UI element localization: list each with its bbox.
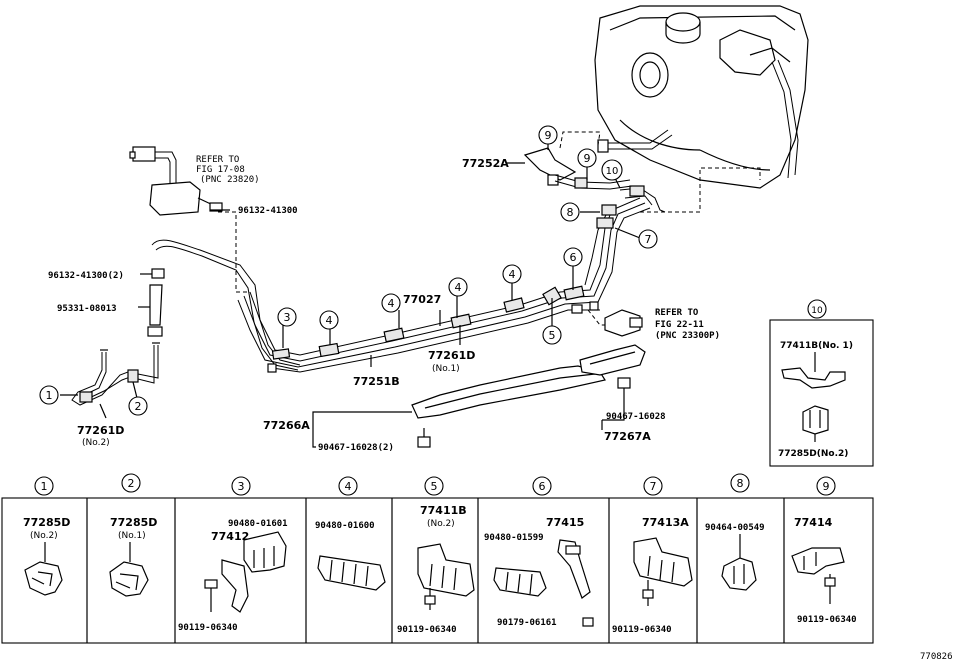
charcoal-canister [129, 146, 223, 216]
protector-77267A [579, 344, 646, 398]
inset-10-part-a: 77411B(No. 1) [780, 341, 853, 351]
panel-2-part: 77285D [110, 516, 157, 529]
label-90467-right: 90467-16028 [606, 412, 666, 422]
fuel-tank [594, 5, 809, 189]
bottom-panels: 1 2 3 4 5 6 7 8 9 77285D (No.2) 77285D (… [1, 473, 874, 644]
panel-1-number: 1 [41, 480, 48, 493]
panel-3-part-a: 90480-01601 [228, 519, 288, 529]
label-77261D-mid-sub: (No.1) [432, 364, 460, 374]
panel-6-part-c: 90179-06161 [497, 618, 557, 628]
panel-5-part-b: (No.2) [427, 519, 455, 529]
protector-77266A [411, 365, 606, 448]
inset-10-part-b: 77285D(No.2) [778, 449, 848, 459]
refer-right-line1: REFER TO [655, 308, 699, 318]
inset-10: 10 77411B(No. 1) 77285D(No.2) [769, 299, 874, 467]
bracket-77411B-no2 [417, 543, 475, 597]
label-77251B: 77251B [353, 375, 400, 388]
canister-dash-line [218, 211, 250, 293]
drawing-code: 770826 [920, 652, 953, 662]
line-77261D-no2 [71, 342, 160, 406]
clip-77285D-no2 [24, 561, 63, 596]
callout-2: 2 [135, 400, 142, 413]
clamp-90480-01601 [243, 531, 287, 573]
line-clamps [267, 185, 645, 373]
tank-outlet-pipe [597, 129, 673, 153]
callout-8: 8 [567, 206, 574, 219]
label-95331: 95331-08013 [57, 304, 117, 314]
clamp-96132-left [140, 268, 165, 279]
panel-9-number: 9 [823, 480, 830, 493]
clamp-90480-01599 [493, 567, 547, 597]
bracket-77413A [633, 537, 693, 587]
callout-7: 7 [645, 233, 652, 246]
fuel-valve-right [604, 309, 643, 337]
callout-10: 10 [606, 166, 619, 177]
panel-6-part-a: 90480-01599 [484, 533, 544, 543]
label-77261D-left: 77261D [77, 424, 124, 437]
panel-3-part-c: 90119-06340 [178, 623, 238, 633]
clamp-90480-01600 [317, 555, 386, 591]
callout-3: 3 [284, 311, 291, 324]
callout-1: 1 [46, 389, 53, 402]
part-labels: REFER TO FIG 17-08 (PNC 23820) 96132-413… [48, 155, 720, 453]
part-77252A [523, 147, 633, 190]
vent-hose [151, 239, 301, 366]
panel-5-part-a: 77411B [420, 504, 467, 517]
inset-10-number: 10 [811, 306, 823, 316]
clip-77414 [791, 547, 845, 575]
label-77266A: 77266A [263, 419, 310, 432]
clip-77285D-no1 [109, 561, 149, 597]
panel-2-sub: (No.1) [118, 531, 146, 541]
hose-95331 [138, 284, 163, 337]
panel-7-part-b: 90119-06340 [612, 625, 672, 635]
callout-4c: 4 [455, 281, 462, 294]
bracket-77412 [221, 559, 249, 613]
panel-1-part: 77285D [23, 516, 70, 529]
refer-top-line2: FIG 17-08 [196, 165, 245, 175]
label-96132-top: 96132-41300 [238, 206, 298, 216]
callout-4d: 4 [509, 268, 516, 281]
panel-1-sub: (No.2) [30, 531, 58, 541]
label-77261D-mid: 77261D [428, 349, 475, 362]
panel-7-number: 7 [650, 480, 657, 493]
refer-top-line3: (PNC 23820) [200, 175, 260, 185]
callout-4a: 4 [326, 314, 333, 327]
panel-6-part-b: 77415 [546, 516, 584, 529]
label-77261D-left-sub: (No.2) [82, 438, 110, 448]
callout-9a: 9 [545, 129, 552, 142]
callout-numbers: 1 2 3 4 4 4 4 5 6 7 8 9 9 10 [39, 125, 658, 416]
refer-top-line1: REFER TO [196, 155, 239, 165]
panel-8-number: 8 [737, 477, 744, 490]
panel-7-part-a: 77413A [642, 516, 689, 529]
label-90467-left: 90467-16028(2) [318, 443, 394, 453]
refer-right-line3: (PNC 23300P) [655, 331, 720, 341]
panel-9-part-a: 77414 [794, 516, 833, 529]
panel-4-part: 90480-01600 [315, 521, 375, 531]
panel-5-part-c: 90119-06340 [397, 625, 457, 635]
panel-5-number: 5 [431, 480, 438, 493]
callout-9b: 9 [584, 152, 591, 165]
panel-4-number: 4 [345, 480, 352, 493]
callout-5: 5 [549, 329, 556, 342]
panel-3-part-b: 77412 [211, 530, 249, 543]
callout-6: 6 [570, 251, 577, 264]
panel-3-number: 3 [238, 480, 245, 493]
refer-right-line2: FIG 22-11 [655, 320, 704, 330]
label-96132-left: 96132-41300(2) [48, 271, 124, 281]
main-fuel-lines [237, 187, 666, 373]
ref-line-9-tank [559, 131, 601, 149]
clip-90464-00549 [721, 557, 757, 591]
label-77252A: 77252A [462, 157, 509, 170]
panel-8-part: 90464-00549 [705, 523, 765, 533]
label-77027: 77027 [403, 293, 441, 306]
panel-9-part-b: 90119-06340 [797, 615, 857, 625]
label-77267A: 77267A [604, 430, 651, 443]
panel-6-number: 6 [539, 480, 546, 493]
ref-line-tank-filler [640, 167, 761, 213]
panel-2-number: 2 [128, 477, 135, 490]
callout-4b: 4 [388, 297, 395, 310]
